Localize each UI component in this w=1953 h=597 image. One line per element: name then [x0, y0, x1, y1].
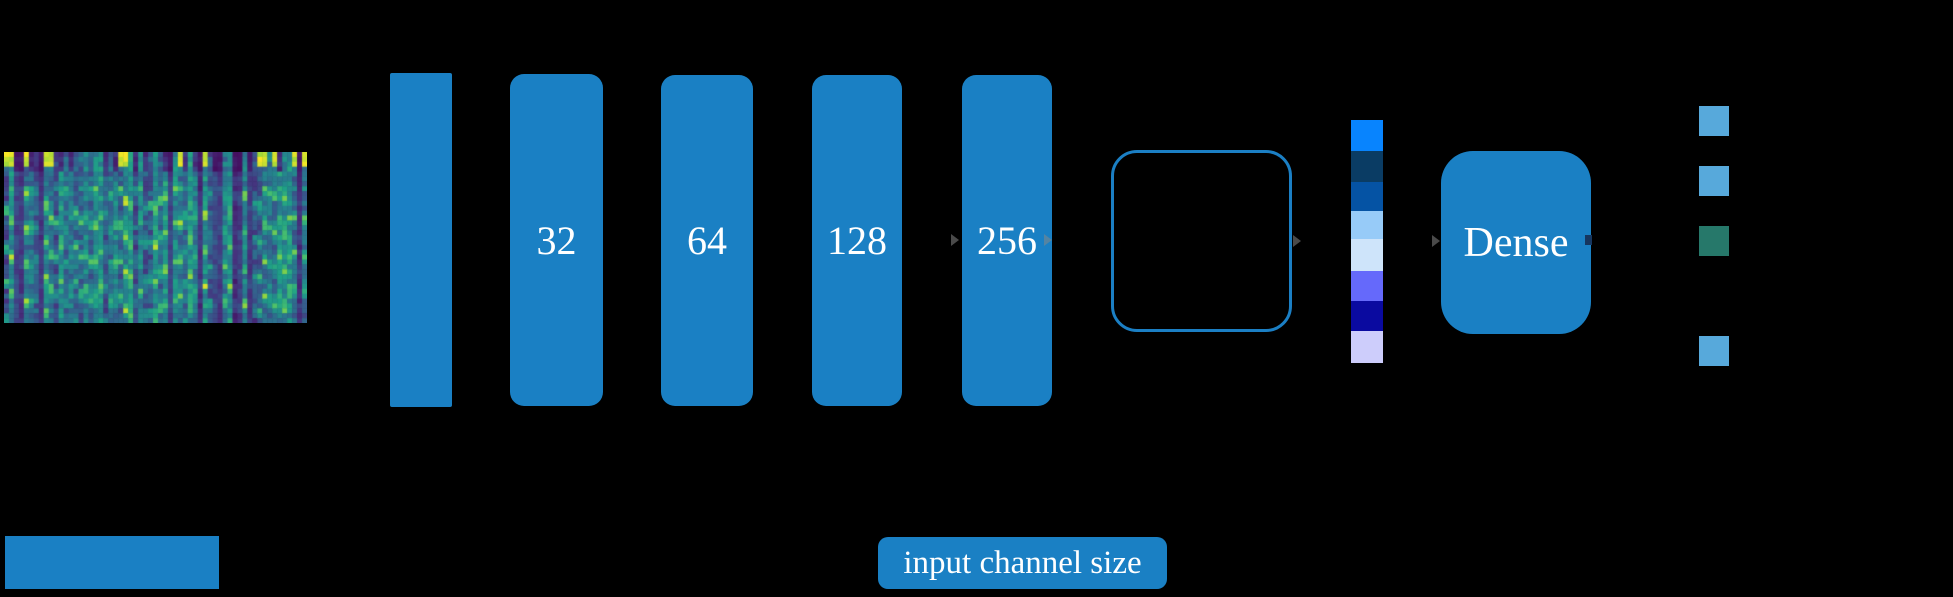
arrowhead-remnant-icon: [1585, 235, 1592, 245]
conv-bar-64-label: 64: [687, 218, 727, 263]
pooling-outline-box: [1111, 150, 1292, 332]
arrowhead-remnant-icon: [1293, 235, 1301, 247]
dense-block: Dense: [1441, 151, 1591, 334]
feature-vector-segment: [1351, 182, 1383, 211]
feature-vector-segment: [1351, 120, 1383, 151]
output-node-square: [1699, 106, 1729, 136]
feature-vector-segment: [1351, 301, 1383, 331]
conv-bar-128: 128: [812, 75, 902, 406]
conv-bar-32-label: 32: [536, 217, 577, 263]
output-node-square: [1699, 336, 1729, 366]
feature-vector: [1351, 120, 1383, 363]
feature-vector-segment: [1351, 271, 1383, 301]
legend-color-swatch: [5, 536, 219, 589]
conv-bar-256-label: 256: [977, 218, 1037, 263]
output-node-square: [1699, 226, 1729, 256]
arrowhead-remnant-icon: [1432, 235, 1440, 247]
conv-bar-input: [390, 73, 452, 407]
output-nodes: [1699, 0, 1729, 597]
feature-vector-segment: [1351, 331, 1383, 363]
legend-pill: input channel size: [878, 537, 1167, 589]
conv-bar-256: 256: [962, 75, 1052, 406]
conv-bar-32: 32: [510, 74, 603, 406]
feature-vector-segment: [1351, 239, 1383, 271]
dense-block-label: Dense: [1463, 219, 1569, 266]
input-spectrogram: [4, 152, 307, 323]
feature-vector-segment: [1351, 151, 1383, 182]
conv-bar-64: 64: [661, 75, 753, 406]
conv-bar-128-label: 128: [827, 218, 887, 263]
legend-pill-label: input channel size: [903, 544, 1142, 581]
arrowhead-remnant-icon: [1044, 234, 1052, 246]
arrowhead-remnant-icon: [951, 234, 959, 246]
output-node-square: [1699, 166, 1729, 196]
feature-vector-segment: [1351, 211, 1383, 239]
